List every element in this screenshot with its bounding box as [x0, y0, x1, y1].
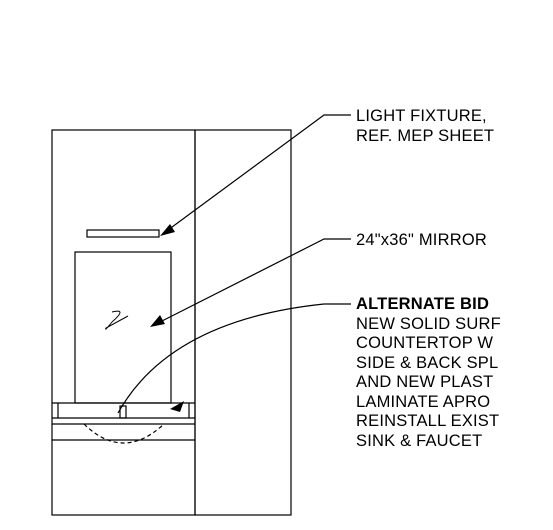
leader-light-fixture: [167, 114, 351, 231]
note-alt-line: AND NEW PLAST: [356, 373, 494, 391]
note-alt-line: SIDE & BACK SPL: [356, 353, 499, 372]
mirror: [74, 251, 172, 404]
arrow-mirror: [150, 315, 165, 327]
leader-mirror: [159, 238, 351, 323]
note-light-line-1: LIGHT FIXTURE,: [356, 107, 487, 125]
wall-panel-left: [51, 129, 196, 516]
note-alt-line: REINSTALL EXIST: [356, 412, 500, 430]
note-mirror-line: 24"x36" MIRROR: [356, 231, 487, 249]
light-fixture: [86, 229, 160, 238]
note-alt-line: COUNTERTOP W: [356, 334, 494, 352]
note-light-line-2: REF. MEP SHEET: [356, 126, 495, 145]
faucet: [119, 405, 127, 419]
note-alternate-bid: ALTERNATE BID NEW SOLID SURF COUNTERTOP …: [356, 295, 501, 451]
arrow-light-fixture: [160, 224, 175, 236]
wall-panel-right: [194, 129, 292, 516]
note-alt-heading: ALTERNATE BID: [356, 295, 490, 313]
note-alt-line: LAMINATE APRO: [356, 392, 491, 411]
note-alt-line: SINK & FAUCET: [356, 431, 483, 450]
sink-bowl: [83, 423, 165, 444]
note-mirror: 24"x36" MIRROR: [356, 231, 487, 251]
mirror-sketch-mark: [105, 310, 129, 330]
arrow-alternate-bid: [170, 401, 184, 412]
note-alt-line: NEW SOLID SURF: [356, 314, 501, 333]
note-light-fixture: LIGHT FIXTURE, REF. MEP SHEET: [356, 107, 494, 146]
leader-alternate-bid: [117, 303, 351, 414]
